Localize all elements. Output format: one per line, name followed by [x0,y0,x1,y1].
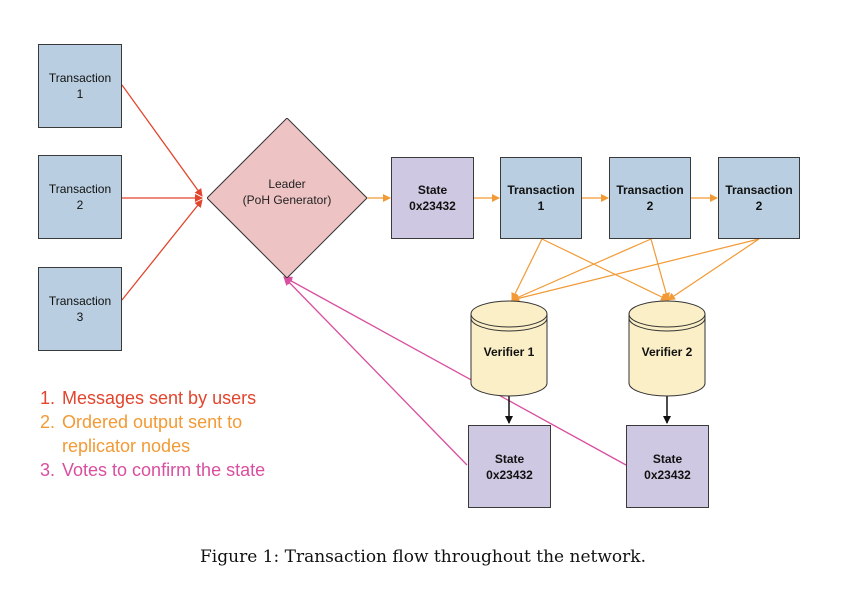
chain-transaction-label: Transaction [725,183,793,197]
input-transaction-number: 3 [76,310,84,324]
legend-text: Messages sent by users [62,388,257,408]
chain-transaction-number: 1 [537,199,545,213]
input-transaction-label: Transaction [48,182,112,196]
legend: 1. Messages sent by users 2. Ordered out… [40,386,340,482]
legend-text: Ordered output sent to replicator nodes [62,412,243,456]
arrow-chain2-to-verifier2 [650,238,670,301]
arrow-chain3-to-verifier2 [667,238,760,301]
input-transaction-number: 2 [76,198,84,212]
legend-item-ordered-output: 2. Ordered output sent to replicator nod… [40,410,340,458]
arrow-vote-state1-to-leader [283,276,468,466]
chain-transaction-label: Transaction [616,183,684,197]
legend-number: 3. [40,460,56,480]
chain-transaction-number: 2 [755,199,763,213]
arrow-tx3-to-leader [121,199,203,301]
arrow-chain3-to-verifier1 [511,238,760,303]
chain-transaction-2: Transaction 2 [609,157,691,239]
verifier-1-label: Verifier 1 [483,345,535,359]
input-transaction-3: Transaction 3 [38,267,122,351]
state-label: State [417,183,448,197]
legend-number: 2. [40,412,56,432]
state-label: State [494,451,525,466]
state-value: 0x23432 [486,467,533,482]
input-transaction-label: Transaction [48,71,112,85]
leader-label: Leader (PoH Generator) [207,176,367,208]
verifier-1-cylinder [470,300,548,397]
chain-transaction-1: Transaction 1 [500,157,582,239]
legend-text: Votes to confirm the state [62,460,266,480]
leader-diamond [207,118,367,278]
verifier-2-state-box: State 0x23432 [626,425,709,508]
chain-transaction-3: Transaction 2 [718,157,800,239]
chain-transaction-label: Transaction [507,183,575,197]
leader-subtitle: (PoH Generator) [242,193,332,207]
state-label: State [652,451,683,466]
verifier-2-cylinder [628,300,706,397]
chain-transaction-number: 2 [646,199,654,213]
input-transaction-1: Transaction 1 [38,44,122,128]
legend-item-votes: 3. Votes to confirm the state [40,458,340,482]
state-value: 0x23432 [409,199,456,213]
input-transaction-number: 1 [76,87,84,101]
arrow-chain1-to-verifier2 [541,238,669,301]
leader-title: Leader [268,177,306,191]
legend-number: 1. [40,388,56,408]
verifier-2-label: Verifier 2 [641,345,693,359]
input-transaction-label: Transaction [48,294,112,308]
verifier-1-state-box: State 0x23432 [468,425,551,508]
input-transaction-2: Transaction 2 [38,155,122,239]
arrow-chain1-to-verifier1 [511,238,543,301]
legend-item-messages: 1. Messages sent by users [40,386,340,410]
arrow-chain2-to-verifier1 [511,238,652,301]
figure-caption: Figure 1: Transaction flow throughout th… [200,547,646,567]
leader-state-box: State 0x23432 [391,157,474,239]
arrow-tx1-to-leader [121,84,203,197]
arrow-vote-state2-to-leader [283,276,627,466]
state-value: 0x23432 [644,467,691,482]
